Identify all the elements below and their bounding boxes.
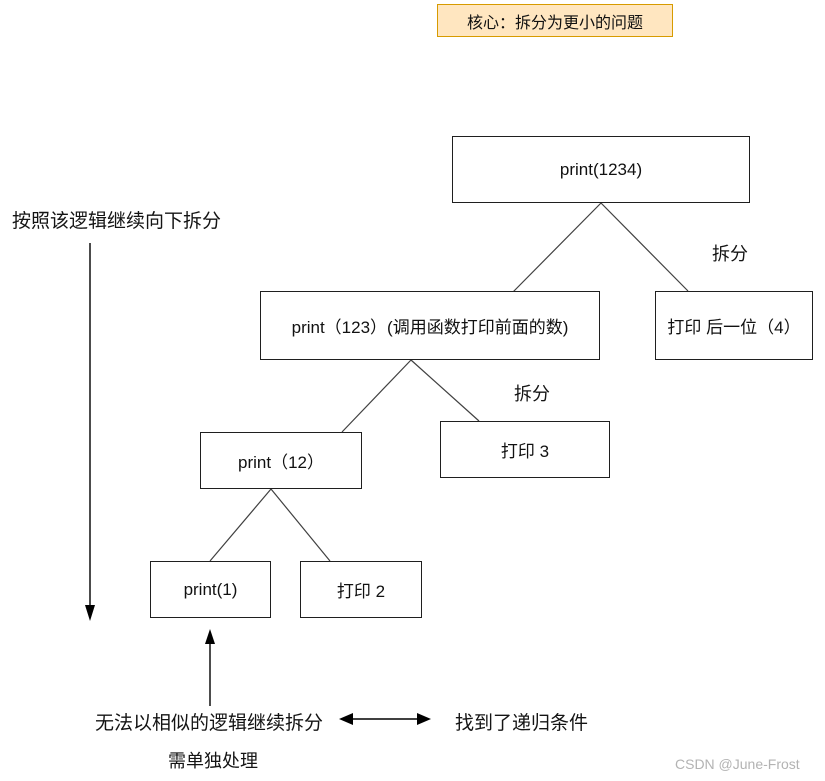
tree-node-print-1: print(1) [150, 561, 271, 618]
split-label-1: 拆分 [712, 244, 748, 264]
bottom-left-annotation: 无法以相似的逻辑继续拆分 [95, 713, 324, 734]
double-arrow-left-head-icon [339, 713, 353, 725]
core-idea-banner: 核心：拆分为更小的问题 [437, 4, 673, 37]
tree-node-print-12: print（12） [200, 432, 362, 489]
connector-l3left-to-l4left [209, 488, 272, 562]
tree-node-print-2: 打印 2 [300, 561, 422, 618]
up-arrow-head-icon [205, 629, 215, 644]
tree-node-label: print(1234) [559, 159, 643, 179]
tree-node-print-123: print（123）(调用函数打印前面的数) [260, 291, 600, 360]
connector-l2left-to-l3right [410, 359, 480, 422]
tree-node-label: print（123）(调用函数打印前面的数) [291, 318, 569, 337]
connector-l3left-to-l4right [270, 488, 331, 562]
tree-node-label: print(1) [183, 579, 238, 599]
split-label-2: 拆分 [514, 384, 550, 404]
connector-root-to-l2left [512, 202, 602, 293]
bottom-right-annotation: 找到了递归条件 [455, 713, 589, 734]
left-annotation: 按照该逻辑继续向下拆分 [12, 211, 222, 232]
watermark-text: CSDN @June-Frost [675, 756, 800, 772]
tree-node-label: print（12） [238, 453, 324, 472]
bottom-note-annotation: 需单独处理 [168, 751, 258, 771]
tree-node-print-last-digit-4: 打印 后一位（4） [655, 291, 813, 360]
tree-node-label: 打印 3 [500, 442, 550, 461]
connector-root-to-l2right [600, 202, 689, 292]
tree-node-print-1234: print(1234) [452, 136, 750, 203]
tree-node-label: 打印 2 [336, 582, 386, 601]
tree-node-print-3: 打印 3 [440, 421, 610, 478]
connector-l2left-to-l3left [341, 359, 412, 433]
tree-node-label: 打印 后一位（4） [667, 318, 801, 337]
down-arrow-head-icon [85, 605, 95, 621]
double-arrow-right-head-icon [417, 713, 431, 725]
core-idea-text: 核心：拆分为更小的问题 [466, 14, 643, 32]
